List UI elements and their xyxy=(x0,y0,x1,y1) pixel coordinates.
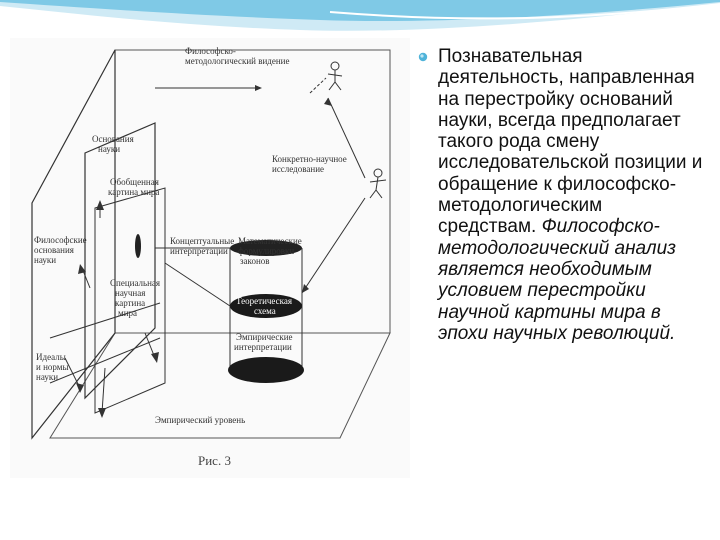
label-concrete-2: исследование xyxy=(272,164,324,174)
label-special-2: научная xyxy=(115,288,145,298)
top-wave-decoration xyxy=(0,0,720,31)
cylinder-top xyxy=(230,240,302,256)
label-ideals-2: и нормы xyxy=(36,362,69,372)
label-concrete-1: Конкретно-научное xyxy=(272,154,347,164)
label-math-3: законов xyxy=(240,256,270,266)
label-picture-2: картина мира xyxy=(108,187,159,197)
researcher-figure-top xyxy=(327,61,343,91)
label-picture-1: Обобщенная xyxy=(110,177,159,187)
label-phil-vision-1: Философско- xyxy=(185,46,236,56)
paragraph-normal: Познавательная деятельность, направленна… xyxy=(438,46,703,238)
diagram-scan: Философско- методологический видение Осн… xyxy=(10,38,410,478)
foundations-plane xyxy=(84,122,156,400)
paragraph-italic: Философско-методологический анализ являе… xyxy=(438,216,676,344)
label-ideals-1: Идеалы xyxy=(36,352,66,362)
researcher-figure-bottom xyxy=(369,168,387,199)
label-ideals-3: науки xyxy=(36,372,58,382)
cylinder-bottom xyxy=(228,357,304,383)
theory-scheme-ellipse xyxy=(230,294,302,318)
figure-caption: Рис. 3 xyxy=(198,453,231,468)
bullet-paragraph: Познавательная деятельность, направленна… xyxy=(438,46,704,344)
structure-of-science-diagram: Философско- методологический видение Осн… xyxy=(31,46,391,468)
label-phil-bases-3: науки xyxy=(34,255,56,265)
label-special-3: картина xyxy=(115,298,145,308)
label-foundations-2: науки xyxy=(98,144,120,154)
label-special-4: мира xyxy=(118,308,137,318)
label-math-2: формулировки xyxy=(238,246,294,256)
label-conceptual-1: Концептуальные xyxy=(170,236,234,246)
label-math-1: Математические xyxy=(238,236,302,246)
left-plane xyxy=(31,49,116,440)
label-theory-1: Теоретическая xyxy=(236,296,292,306)
label-conceptual-2: интерпретации xyxy=(170,246,228,256)
label-special-1: Специальная xyxy=(110,278,160,288)
label-theory-2: схема xyxy=(254,306,276,316)
label-foundations-1: Основания xyxy=(92,134,134,144)
picture-plane xyxy=(94,187,166,414)
label-phil-vision-2: методологический видение xyxy=(185,56,289,66)
floor-plane xyxy=(49,332,391,439)
bullet-icon xyxy=(418,52,428,62)
label-phil-bases-2: основания xyxy=(34,245,74,255)
label-empirical-2: интерпретации xyxy=(234,342,292,352)
label-phil-bases-1: Философские xyxy=(34,235,87,245)
slide-text: Познавательная деятельность, направленна… xyxy=(418,46,704,344)
label-empirical-1: Эмпирические xyxy=(236,332,293,342)
label-empirical-level: Эмпирический уровень xyxy=(155,415,245,425)
